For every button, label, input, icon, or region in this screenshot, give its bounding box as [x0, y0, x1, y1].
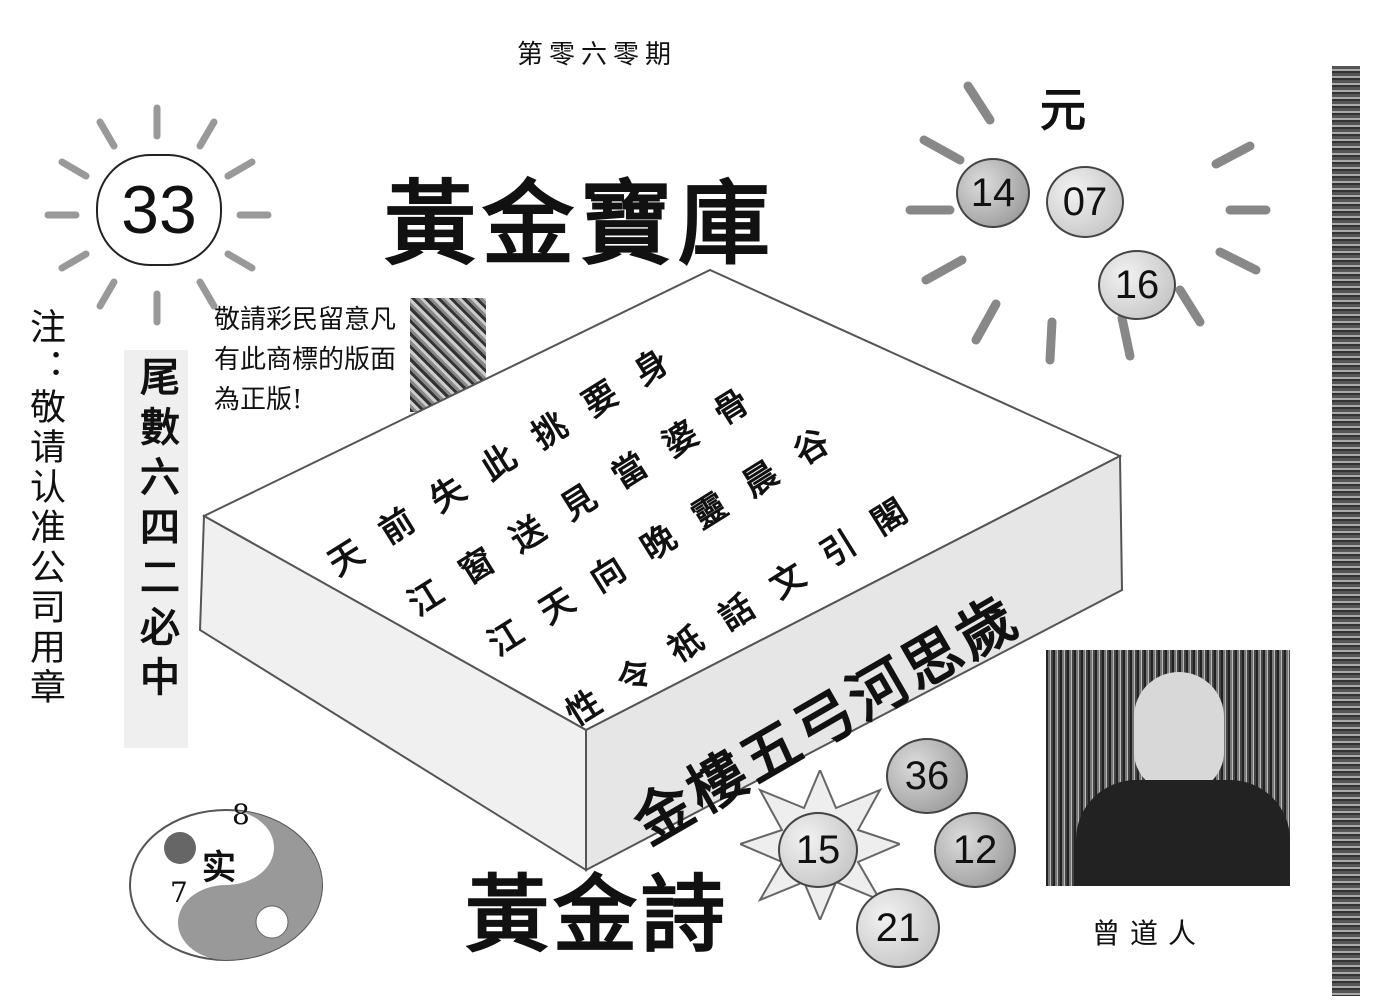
photo-body	[1076, 780, 1290, 886]
period-label: 第零六零期	[516, 40, 677, 70]
authenticity-note: 敬請彩民留意凡有此商標的版面為正版!	[214, 305, 397, 415]
yinyang-bottom-number: 7	[170, 876, 188, 909]
yin-yang-icon	[129, 809, 323, 961]
author-name: 曾道人	[1092, 917, 1207, 950]
yuan-label: 元	[1040, 83, 1086, 137]
number-ball: 16	[1098, 250, 1176, 320]
poem-title: 黃金詩	[464, 865, 729, 964]
tail-numbers-text: 尾數六四二必中	[133, 356, 180, 706]
number-ball: 36	[886, 738, 968, 814]
number-ball: 21	[856, 888, 940, 968]
scan-edge-stripe	[1332, 66, 1360, 996]
number-ball: 15	[778, 812, 858, 888]
authentic-stamp-note: 注：敬请认准公司用章	[24, 308, 65, 708]
main-title: 黃金寶庫	[383, 170, 776, 278]
yinyang-top-number: 8	[232, 798, 250, 831]
poem-box-illustration	[198, 268, 1124, 872]
issue-number: 33	[96, 154, 222, 266]
sun-burst-left-icon	[44, 104, 272, 326]
number-ball: 14	[956, 158, 1030, 228]
number-ball: 07	[1046, 166, 1124, 238]
number-ball: 12	[934, 812, 1016, 888]
photo-face	[1134, 672, 1224, 792]
sun-burst-right-icon	[905, 81, 1271, 365]
tail-numbers-panel	[124, 350, 188, 748]
author-photo	[1046, 650, 1290, 886]
yinyang-char: 实	[202, 848, 236, 888]
